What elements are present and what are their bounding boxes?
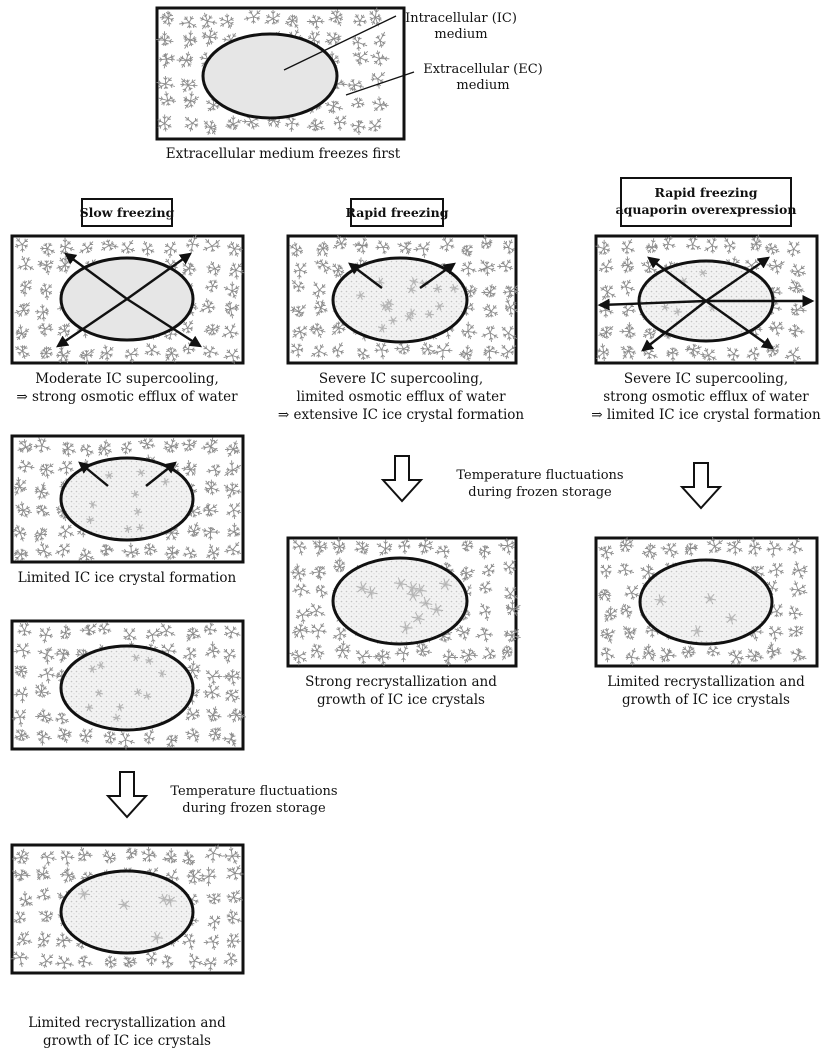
slow-panel-2 (10, 434, 245, 564)
fluctuation-label-2-line1: Temperature fluctuations (170, 784, 337, 799)
header-slow-freezing: Slow freezing (80, 198, 175, 227)
hollow-down-arrow-slow (105, 771, 149, 819)
ic-pointer-line (283, 15, 397, 71)
ec-label-line2: medium (456, 78, 509, 93)
rapid-3-caption-line1: Strong recrystallization and (305, 674, 497, 690)
hollow-down-arrow-aqp (679, 462, 723, 510)
top-panel-caption: Extracellular medium freezes first (166, 146, 401, 162)
ic-ice-crystals (356, 277, 459, 333)
intracellular-medium (59, 869, 195, 955)
ec-pointer-line (345, 71, 415, 96)
rapid-1-caption-line2: limited osmotic efflux of water (296, 389, 506, 405)
water-efflux-arrows (78, 461, 177, 487)
aqp-1-caption-line3: ⇒ limited IC ice crystal formation (591, 407, 821, 423)
aquaporin-panel-1 (594, 234, 819, 365)
water-efflux-arrows (597, 256, 815, 352)
aqp-3-caption-line2: growth of IC ice crystals (622, 692, 790, 708)
ic-ice-crystals (661, 269, 717, 316)
fluctuation-label-1-line2: during frozen storage (468, 485, 612, 500)
header-rapid-freezing: Rapid freezing (346, 198, 449, 227)
intracellular-medium (638, 558, 774, 646)
slow-1-caption-line2: ⇒ strong osmotic efflux of water (16, 389, 238, 405)
rapid-panel-1 (286, 234, 519, 365)
ic-ice-crystals (78, 888, 177, 944)
slow-panel-1 (10, 234, 245, 365)
ic-ice-crystals (85, 653, 167, 722)
ec-ice-texture (289, 537, 521, 667)
intracellular-medium (331, 556, 469, 646)
hollow-down-arrow-rapid (380, 455, 424, 503)
top-panel: Intracellular (IC) medium Extracellular … (155, 6, 543, 162)
ic-label-line1: Intracellular (IC) (405, 11, 517, 26)
water-efflux-arrows (56, 252, 203, 348)
rapid-1-caption-line3: ⇒ extensive IC ice crystal formation (278, 407, 525, 423)
header-aqp-line2: aquaporin overexpression (616, 202, 797, 217)
intracellular-medium (59, 644, 195, 732)
water-efflux-arrows (348, 262, 456, 289)
header-aqp-line1: Rapid freezing (655, 185, 758, 200)
slow-panel-3 (10, 619, 246, 751)
ic-ice-crystals (356, 577, 452, 635)
header-slow-label: Slow freezing (80, 205, 175, 220)
slow-1-caption-line1: Moderate IC supercooling, (35, 371, 219, 387)
aquaporin-panel-3 (594, 536, 819, 668)
aqp-3-caption-line1: Limited recrystallization and (607, 674, 805, 690)
header-aquaporin: Rapid freezing aquaporin overexpression (616, 177, 797, 227)
intracellular-medium (331, 256, 469, 344)
intracellular-medium (201, 32, 339, 120)
slow-panel-4 (10, 843, 245, 975)
fluctuation-label-1-line1: Temperature fluctuations (456, 468, 623, 483)
slow-4-caption-line2: growth of IC ice crystals (43, 1033, 211, 1049)
header-rapid-label: Rapid freezing (346, 205, 449, 220)
rapid-panel-3 (286, 536, 521, 668)
aqp-1-caption-line2: strong osmotic efflux of water (603, 389, 809, 405)
intracellular-medium (59, 456, 195, 542)
aqp-1-caption-line1: Severe IC supercooling, (624, 371, 788, 387)
ic-ice-crystals (654, 592, 738, 637)
slow-2-caption: Limited IC ice crystal formation (18, 570, 237, 586)
fluctuation-label-2-line2: during frozen storage (182, 801, 326, 816)
rapid-3-caption-line2: growth of IC ice crystals (317, 692, 485, 708)
ic-label-line2: medium (434, 27, 487, 42)
rapid-1-caption-line1: Severe IC supercooling, (319, 371, 483, 387)
ec-label-line1: Extracellular (EC) (423, 62, 543, 77)
slow-4-caption-line1: Limited recrystallization and (28, 1015, 226, 1031)
ic-ice-crystals (86, 468, 170, 533)
